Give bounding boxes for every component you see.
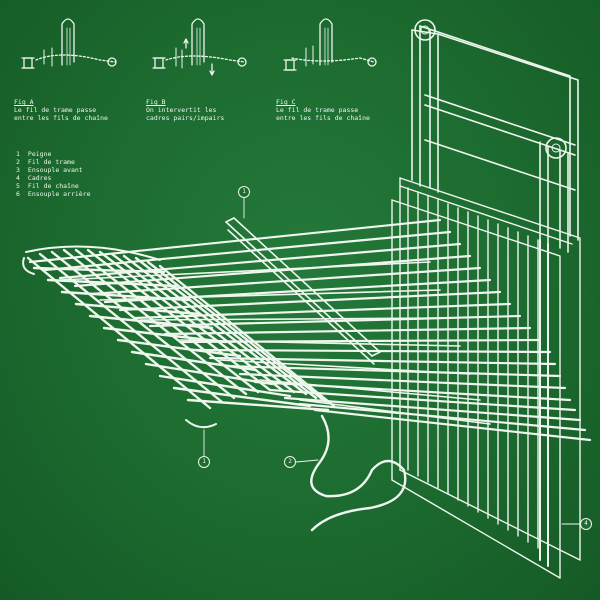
figure-a-line-2: entre les fils de chaîne xyxy=(14,114,108,122)
callout-2: 2 xyxy=(284,456,296,468)
figure-a-title: Fig A xyxy=(14,98,34,106)
figure-c-line-1: Le fil de trame passe xyxy=(276,106,359,114)
legend-item: 5 Fil de chaîne xyxy=(16,182,91,190)
side-pulley xyxy=(545,137,567,159)
figure-caption-b: Fig B On intervertit les cadres pairs/im… xyxy=(146,98,224,122)
legend-label: Fil de trame xyxy=(27,158,75,166)
legend-number: 6 xyxy=(16,190,20,198)
legend-item: 2 Fil de trame xyxy=(16,158,91,166)
figure-caption-c: Fig C Le fil de trame passe entre les fi… xyxy=(276,98,370,122)
callout-1-bottom: 1 xyxy=(198,456,210,468)
reed-bar xyxy=(225,217,381,365)
legend-number: 2 xyxy=(16,158,20,166)
figure-b-line-1: On intervertit les xyxy=(146,106,217,114)
callout-leaders xyxy=(203,197,581,525)
legend-label: Ensouple arrière xyxy=(27,190,91,198)
figure-caption-a: Fig A Le fil de trame passe entre les fi… xyxy=(14,98,108,122)
front-beam-edge xyxy=(22,257,217,429)
legend-item: 4 Cadres xyxy=(16,174,91,182)
legend-number: 5 xyxy=(16,182,20,190)
figure-c-title: Fig C xyxy=(276,98,296,106)
figure-b-line-2: cadres pairs/impairs xyxy=(146,114,225,122)
fig-c-diagram xyxy=(283,18,377,71)
figure-b-title: Fig B xyxy=(146,98,166,106)
legend-number: 4 xyxy=(16,174,20,182)
legend-item: 3 Ensouple avant xyxy=(16,166,91,174)
frame-uprights xyxy=(411,25,579,253)
legend-number: 3 xyxy=(16,166,20,174)
callout-1-top: 1 xyxy=(238,186,250,198)
legend-item: 6 Ensouple arrière xyxy=(16,190,91,198)
legend-item: 1 Peigne xyxy=(16,150,91,158)
figure-a-line-1: Le fil de trame passe xyxy=(14,106,97,114)
callout-4: 4 xyxy=(580,518,592,530)
fig-a-diagram xyxy=(21,18,117,69)
legend-number: 1 xyxy=(16,150,20,158)
cloth-weft xyxy=(32,266,330,412)
woven-cloth xyxy=(26,248,336,410)
legend-label: Ensouple avant xyxy=(27,166,83,174)
legend-label: Fil de chaîne xyxy=(27,182,79,190)
legend-label: Cadres xyxy=(27,174,52,182)
top-pulley xyxy=(414,19,436,41)
weft-thread xyxy=(310,414,407,532)
legend-label: Peigne xyxy=(27,150,52,158)
fig-b-diagram xyxy=(152,18,247,76)
figure-c-line-2: entre les fils de chaîne xyxy=(276,114,370,122)
heddle-frames xyxy=(391,177,581,579)
